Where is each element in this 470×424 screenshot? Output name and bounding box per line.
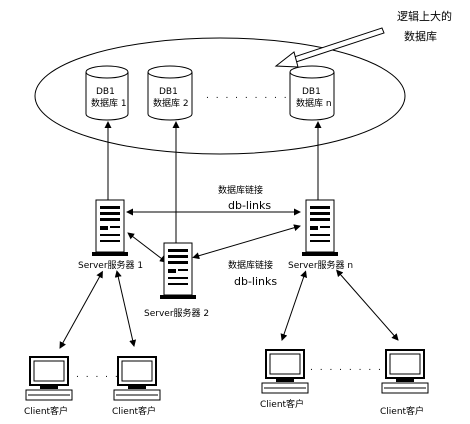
dblink-mid-label-cn: 数据库链接 (228, 259, 273, 271)
dblink-top-label-en: db-links (228, 199, 271, 212)
client-1-computer-icon (25, 356, 73, 401)
server-1-tower-icon (92, 199, 128, 256)
link-servern-client3 (280, 270, 307, 341)
link-server1-client1 (59, 270, 103, 349)
database-cylinder-1: DB1 数据库 1 (85, 65, 129, 121)
client-ellipsis-left: . . . . . . . (76, 370, 139, 380)
db-name-n: DB1 (302, 87, 321, 97)
client-3-label: Client客户 (260, 398, 304, 410)
link-server1-client2 (114, 270, 137, 347)
db-ellipsis: . . . . . . . . . . . (206, 91, 308, 101)
dblink-top-label-cn: 数据库链接 (218, 184, 263, 196)
server-n-tower-icon (302, 199, 338, 256)
client-4-computer-icon (381, 349, 429, 394)
client-4-label: Client客户 (380, 405, 424, 417)
client-2-computer-icon (113, 356, 161, 401)
db-name-2: DB1 (159, 87, 178, 97)
dblink-server2-servern (192, 224, 301, 260)
dblink-mid-label-en: db-links (234, 275, 277, 288)
server-2-tower-icon (160, 242, 196, 299)
link-server1-server2 (127, 232, 167, 263)
db-sub-2: 数据库 2 (153, 97, 189, 109)
callout-label-line2: 数据库 (404, 29, 437, 43)
db-sub-n: 数据库 n (296, 97, 332, 109)
client-1-label: Client客户 (24, 405, 68, 417)
db-name-1: DB1 (96, 87, 115, 97)
server-1-label: Server服务器 1 (78, 259, 143, 271)
server-n-label: Server服务器 n (288, 259, 353, 271)
client-ellipsis-right: . . . . . . . . . . (310, 363, 402, 373)
callout-label-line1: 逻辑上大的 (397, 9, 452, 23)
db-sub-1: 数据库 1 (91, 97, 127, 109)
database-cylinder-n: DB1 数据库 n (289, 65, 335, 121)
link-servern-client4 (336, 269, 399, 341)
database-cylinder-2: DB1 数据库 2 (147, 65, 193, 121)
callout-arrow (274, 27, 385, 68)
client-3-computer-icon (261, 349, 309, 394)
server-2-label: Server服务器 2 (144, 307, 209, 319)
client-2-label: Client客户 (112, 405, 156, 417)
